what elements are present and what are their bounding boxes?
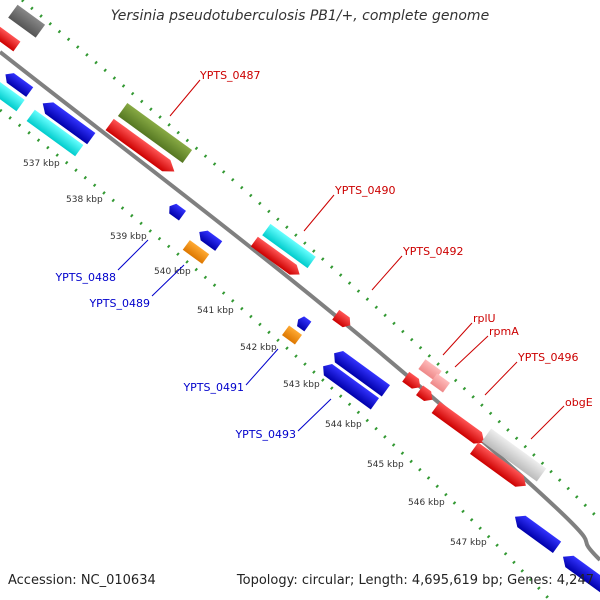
- gene-block-red[interactable]: [0, 26, 21, 52]
- genome-summary-text: Topology: circular; Length: 4,695,619 bp…: [236, 573, 594, 588]
- gene-rplU-red[interactable]: [402, 371, 424, 392]
- scale-label: 545 kbp: [367, 460, 404, 470]
- inner-tick-track: [0, 108, 552, 600]
- scale-label: 540 kbp: [154, 267, 191, 277]
- gene-obgE-red[interactable]: [469, 442, 530, 492]
- gene-YPTS_0488-blue[interactable]: [166, 201, 186, 221]
- gene-block-blue-edge[interactable]: [559, 551, 600, 593]
- gene-label-YPTS_0488[interactable]: YPTS_0488: [54, 271, 116, 284]
- gene-label-YPTS_0496[interactable]: YPTS_0496: [517, 351, 579, 364]
- map-title: Yersinia pseudotuberculosis PB1/+, compl…: [110, 8, 490, 24]
- scale-label: 544 kbp: [325, 420, 362, 430]
- gene-label-YPTS_0489[interactable]: YPTS_0489: [88, 297, 150, 310]
- scale-label: 542 kbp: [240, 343, 277, 353]
- gene-block-blue-left[interactable]: [2, 70, 34, 97]
- forward-callouts: [169, 79, 565, 440]
- gene-block-cyan[interactable]: [26, 109, 84, 157]
- gene-label-rpmA[interactable]: rpmA: [489, 325, 519, 338]
- gene-label-YPTS_0490[interactable]: YPTS_0490: [334, 184, 396, 197]
- gene-YPTS_0490-red[interactable]: [250, 236, 303, 280]
- gene-label-YPTS_0492[interactable]: YPTS_0492: [402, 245, 464, 258]
- reverse-callouts: [117, 239, 332, 432]
- gene-label-rplU[interactable]: rplU: [473, 312, 496, 325]
- gene-YPTS_0487-olive[interactable]: [117, 103, 193, 163]
- scale-label: 541 kbp: [197, 306, 234, 316]
- scale-label: 546 kbp: [408, 498, 445, 508]
- reverse-gene-labels: YPTS_0488 YPTS_0489 YPTS_0491 YPTS_0493: [54, 271, 296, 441]
- gene-label-YPTS_0493[interactable]: YPTS_0493: [234, 428, 296, 441]
- gene-rpmA-red[interactable]: [416, 385, 436, 404]
- reverse-genes: [0, 70, 600, 593]
- gene-YPTS_0487-red[interactable]: [105, 118, 179, 177]
- gene-YPTS_0493-blue-b[interactable]: [319, 361, 380, 410]
- scale-label: 539 kbp: [110, 232, 147, 242]
- gene-block-dark[interactable]: [8, 4, 46, 38]
- gene-YPTS_0488b-blue[interactable]: [196, 227, 223, 251]
- scale-label: 543 kbp: [283, 380, 320, 390]
- gene-block-blue[interactable]: [39, 98, 96, 145]
- gene-YPTS_0496-red[interactable]: [431, 401, 489, 449]
- gene-rpmA-pink[interactable]: [430, 373, 450, 393]
- gene-obgE-grey[interactable]: [481, 428, 547, 482]
- gene-YPTS_0491-blue[interactable]: [295, 315, 312, 332]
- scale-label: 537 kbp: [23, 159, 60, 169]
- gene-YPTS_0490-cyan[interactable]: [262, 223, 316, 269]
- accession-text: Accession: NC_010634: [8, 573, 156, 588]
- gene-YPTS_0492-red[interactable]: [332, 309, 354, 330]
- forward-genes: [0, 4, 547, 492]
- scale-label: 538 kbp: [66, 195, 103, 205]
- gene-YPTS_0493-blue-a[interactable]: [330, 348, 391, 397]
- forward-gene-labels: YPTS_0487 YPTS_0490 YPTS_0492 rplU rpmA …: [199, 69, 593, 409]
- gene-YPTS_0489-orange[interactable]: [182, 240, 210, 264]
- gene-label-YPTS_0491[interactable]: YPTS_0491: [182, 381, 244, 394]
- gene-block-blue-right[interactable]: [511, 511, 562, 553]
- gene-block-cyan-left[interactable]: [0, 78, 25, 112]
- scale-labels: 537 kbp 538 kbp 539 kbp 540 kbp 541 kbp …: [23, 159, 487, 548]
- gene-YPTS_0491-orange[interactable]: [282, 325, 302, 345]
- gene-label-YPTS_0487[interactable]: YPTS_0487: [199, 69, 261, 82]
- scale-label: 547 kbp: [450, 538, 487, 548]
- gene-label-obgE[interactable]: obgE: [565, 396, 593, 409]
